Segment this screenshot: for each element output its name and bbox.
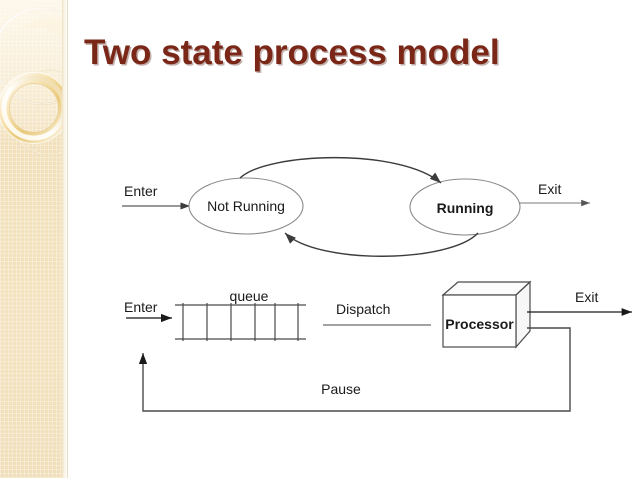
state-enter-label: Enter (124, 183, 158, 199)
queue-diagram-group: Enter queue Dispatch (124, 280, 632, 412)
state-label-not-running: Not Running (207, 198, 285, 214)
state-label-running: Running (437, 200, 494, 216)
queue-cells (182, 303, 299, 341)
page-title: Two state process model (84, 33, 500, 72)
sidebar-edge-highlight (62, 0, 67, 478)
state-diagram-group: Enter Not Running Running Exit (122, 157, 590, 257)
transition-dispatch-curve (239, 157, 442, 184)
queue-enter-label: Enter (124, 299, 158, 315)
transition-pause-curve (284, 232, 479, 257)
state-exit-label: Exit (538, 181, 561, 197)
processor-box[interactable]: Processor (441, 280, 532, 349)
queue-label: queue (230, 288, 269, 304)
sidebar-edge-line (67, 0, 68, 478)
pause-label: Pause (321, 381, 361, 397)
sidebar-rings-decoration (0, 6, 66, 155)
state-node-not-running[interactable] (188, 177, 304, 235)
processor-label: Processor (445, 316, 514, 332)
pause-loop-path (138, 327, 571, 412)
state-node-running[interactable] (409, 178, 521, 236)
decorative-sidebar (0, 0, 70, 478)
dispatch-label: Dispatch (336, 301, 390, 317)
queue-exit-label: Exit (575, 289, 598, 305)
